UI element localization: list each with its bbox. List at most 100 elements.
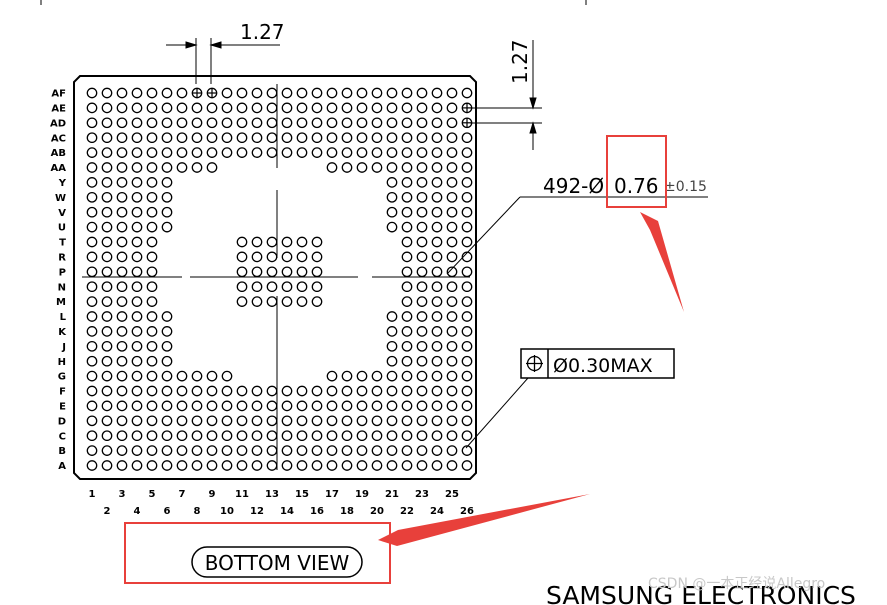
solder-ball [461,147,473,158]
solder-ball [251,132,263,144]
solder-ball [356,147,368,158]
solder-ball [296,87,308,99]
solder-ball [161,206,173,218]
solder-ball [146,370,158,382]
solder-ball [116,132,128,144]
solder-ball [266,281,278,293]
solder-ball [401,296,413,307]
solder-ball [191,445,203,456]
solder-ball [101,385,113,397]
solder-ball [431,415,443,427]
watermark: CSDN @一本正经说Allegro [648,576,826,592]
position-tolerance-frame [520,348,675,379]
solder-ball [446,266,458,278]
solder-ball [446,326,458,337]
solder-ball [86,177,98,188]
solder-ball [326,162,338,173]
solder-ball [431,251,443,263]
solder-ball [461,87,473,99]
row-label: D [58,416,66,427]
solder-ball [416,355,428,367]
solder-ball [401,430,413,442]
solder-ball [326,385,338,397]
solder-ball [356,445,368,456]
solder-ball [341,87,353,99]
solder-ball [416,206,428,218]
solder-ball [101,430,113,442]
solder-ball [161,445,173,456]
solder-ball [236,430,248,442]
solder-ball [251,430,263,442]
row-label: R [58,253,66,264]
solder-ball [191,385,203,397]
solder-ball [341,430,353,442]
solder-ball [131,162,143,173]
solder-ball [296,266,308,278]
solder-ball [161,221,173,233]
solder-ball [401,400,413,412]
solder-ball [161,132,173,144]
solder-ball [386,117,398,129]
solder-ball [161,311,173,322]
solder-ball [461,281,473,293]
solder-ball [146,147,158,158]
solder-ball [176,87,188,99]
solder-ball [461,445,473,456]
solder-ball [326,460,338,471]
column-label: 4 [134,506,141,517]
solder-ball [296,415,308,427]
solder-ball [401,177,413,188]
solder-ball [161,326,173,337]
solder-ball [461,191,473,203]
solder-ball [371,117,383,129]
solder-ball [146,311,158,322]
solder-ball [86,445,98,456]
solder-ball [446,281,458,293]
column-label: 18 [340,506,354,517]
solder-ball [416,326,428,337]
solder-ball [251,400,263,412]
solder-ball [161,385,173,397]
solder-ball [161,87,173,99]
solder-ball [146,102,158,114]
row-label: AE [51,104,66,115]
solder-ball [161,415,173,427]
column-label: 9 [209,489,216,500]
row-label: B [58,446,66,457]
solder-ball [101,445,113,456]
solder-ball [446,177,458,188]
solder-ball [236,460,248,471]
solder-ball [221,445,233,456]
solder-ball [266,251,278,263]
solder-ball [131,340,143,352]
solder-ball [266,236,278,248]
solder-ball [386,147,398,158]
solder-ball [116,117,128,129]
solder-ball [311,385,323,397]
solder-ball [251,385,263,397]
solder-ball [116,251,128,263]
solder-ball [401,460,413,471]
solder-ball [251,236,263,248]
solder-ball [326,430,338,442]
solder-ball [386,162,398,173]
solder-ball [401,266,413,278]
solder-ball [251,296,263,307]
solder-ball [356,117,368,129]
solder-ball [446,117,458,129]
solder-ball [86,400,98,412]
solder-ball [221,430,233,442]
row-label: V [58,208,66,219]
column-label: 13 [265,489,279,500]
solder-ball [431,162,443,173]
solder-ball [356,132,368,144]
solder-ball [116,177,128,188]
solder-ball [146,460,158,471]
solder-ball [206,460,218,471]
solder-ball [251,251,263,263]
solder-ball [146,326,158,337]
solder-ball [101,355,113,367]
solder-ball [86,221,98,233]
solder-ball [116,236,128,248]
